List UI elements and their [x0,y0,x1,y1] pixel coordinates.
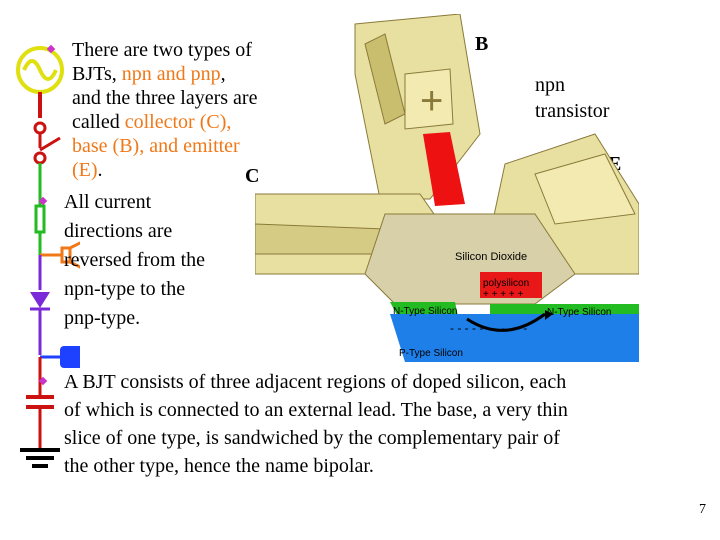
capacitor-icon [26,395,54,448]
ac-source-icon [16,46,64,118]
p-type-substrate [390,314,639,362]
bullet-description-text: A BJT consists of three adjacent regions… [64,368,568,480]
punctuation: , [220,63,226,85]
line-text: BJTs, [72,63,122,85]
label-npn: npn [535,74,565,96]
electron-flow-arrow [466,310,553,332]
term-collector: collector (C), [124,111,232,133]
base-red-strip [423,132,465,206]
label-npn-transistor: npn transistor [535,72,609,124]
label-polysilicon: polysilicon [483,278,529,289]
line-text: directions are [64,220,173,242]
line-text: npn-type to the [64,278,186,300]
label-b: B [475,33,489,55]
line-text: slice of one type, is sandwiched by the … [64,427,560,449]
label-silicon-dioxide: Silicon Dioxide [455,251,527,263]
line-text: There are two types of [72,39,252,61]
line-text: All current [64,191,152,213]
slide-number: 7 [699,502,706,517]
line-text: A BJT consists of three adjacent regions… [64,371,567,393]
line-text: called [72,111,125,133]
speaker-icon [38,241,80,290]
label-poly-charges: + + + + + [483,289,523,300]
label-c: C [245,165,260,187]
label-p-type: P-Type Silicon [399,348,463,359]
label-n-type-right: N-Type Silicon [547,307,611,318]
punctuation: . [97,159,103,181]
line-text: and the three layers are [72,87,258,109]
base-contact-structure [354,14,481,200]
switch-icon [33,121,61,180]
term-npn-pnp: npn and pnp [121,63,221,85]
label-electrons: - - - - - - - - - - - [450,321,527,335]
label-transistor: transistor [535,100,610,122]
ground-icon [20,448,60,468]
line-text: reversed from the [64,249,206,271]
term-e: (E) [72,159,98,181]
plus-sign: + [420,79,443,123]
battery-icon [38,346,80,395]
term-base-emitter: base (B), and emitter [72,135,240,157]
line-text: pnp-type. [64,307,141,329]
bullet-types-text: There are two types of BJTs, npn and pnp… [72,38,257,182]
label-n-type-left: N-Type Silicon [393,306,457,317]
line-text: of which is connected to an external lea… [64,399,568,421]
diode-icon [30,292,50,355]
resistor-icon [34,180,46,255]
polysilicon-gate [480,272,542,298]
npn-transistor-illustration: Silicon Dioxide polysilicon + + + + + N-… [255,14,639,362]
bullet-reversed-text: All current directions are reversed from… [64,188,205,333]
line-text: the other type, hence the name bipolar. [64,455,374,477]
